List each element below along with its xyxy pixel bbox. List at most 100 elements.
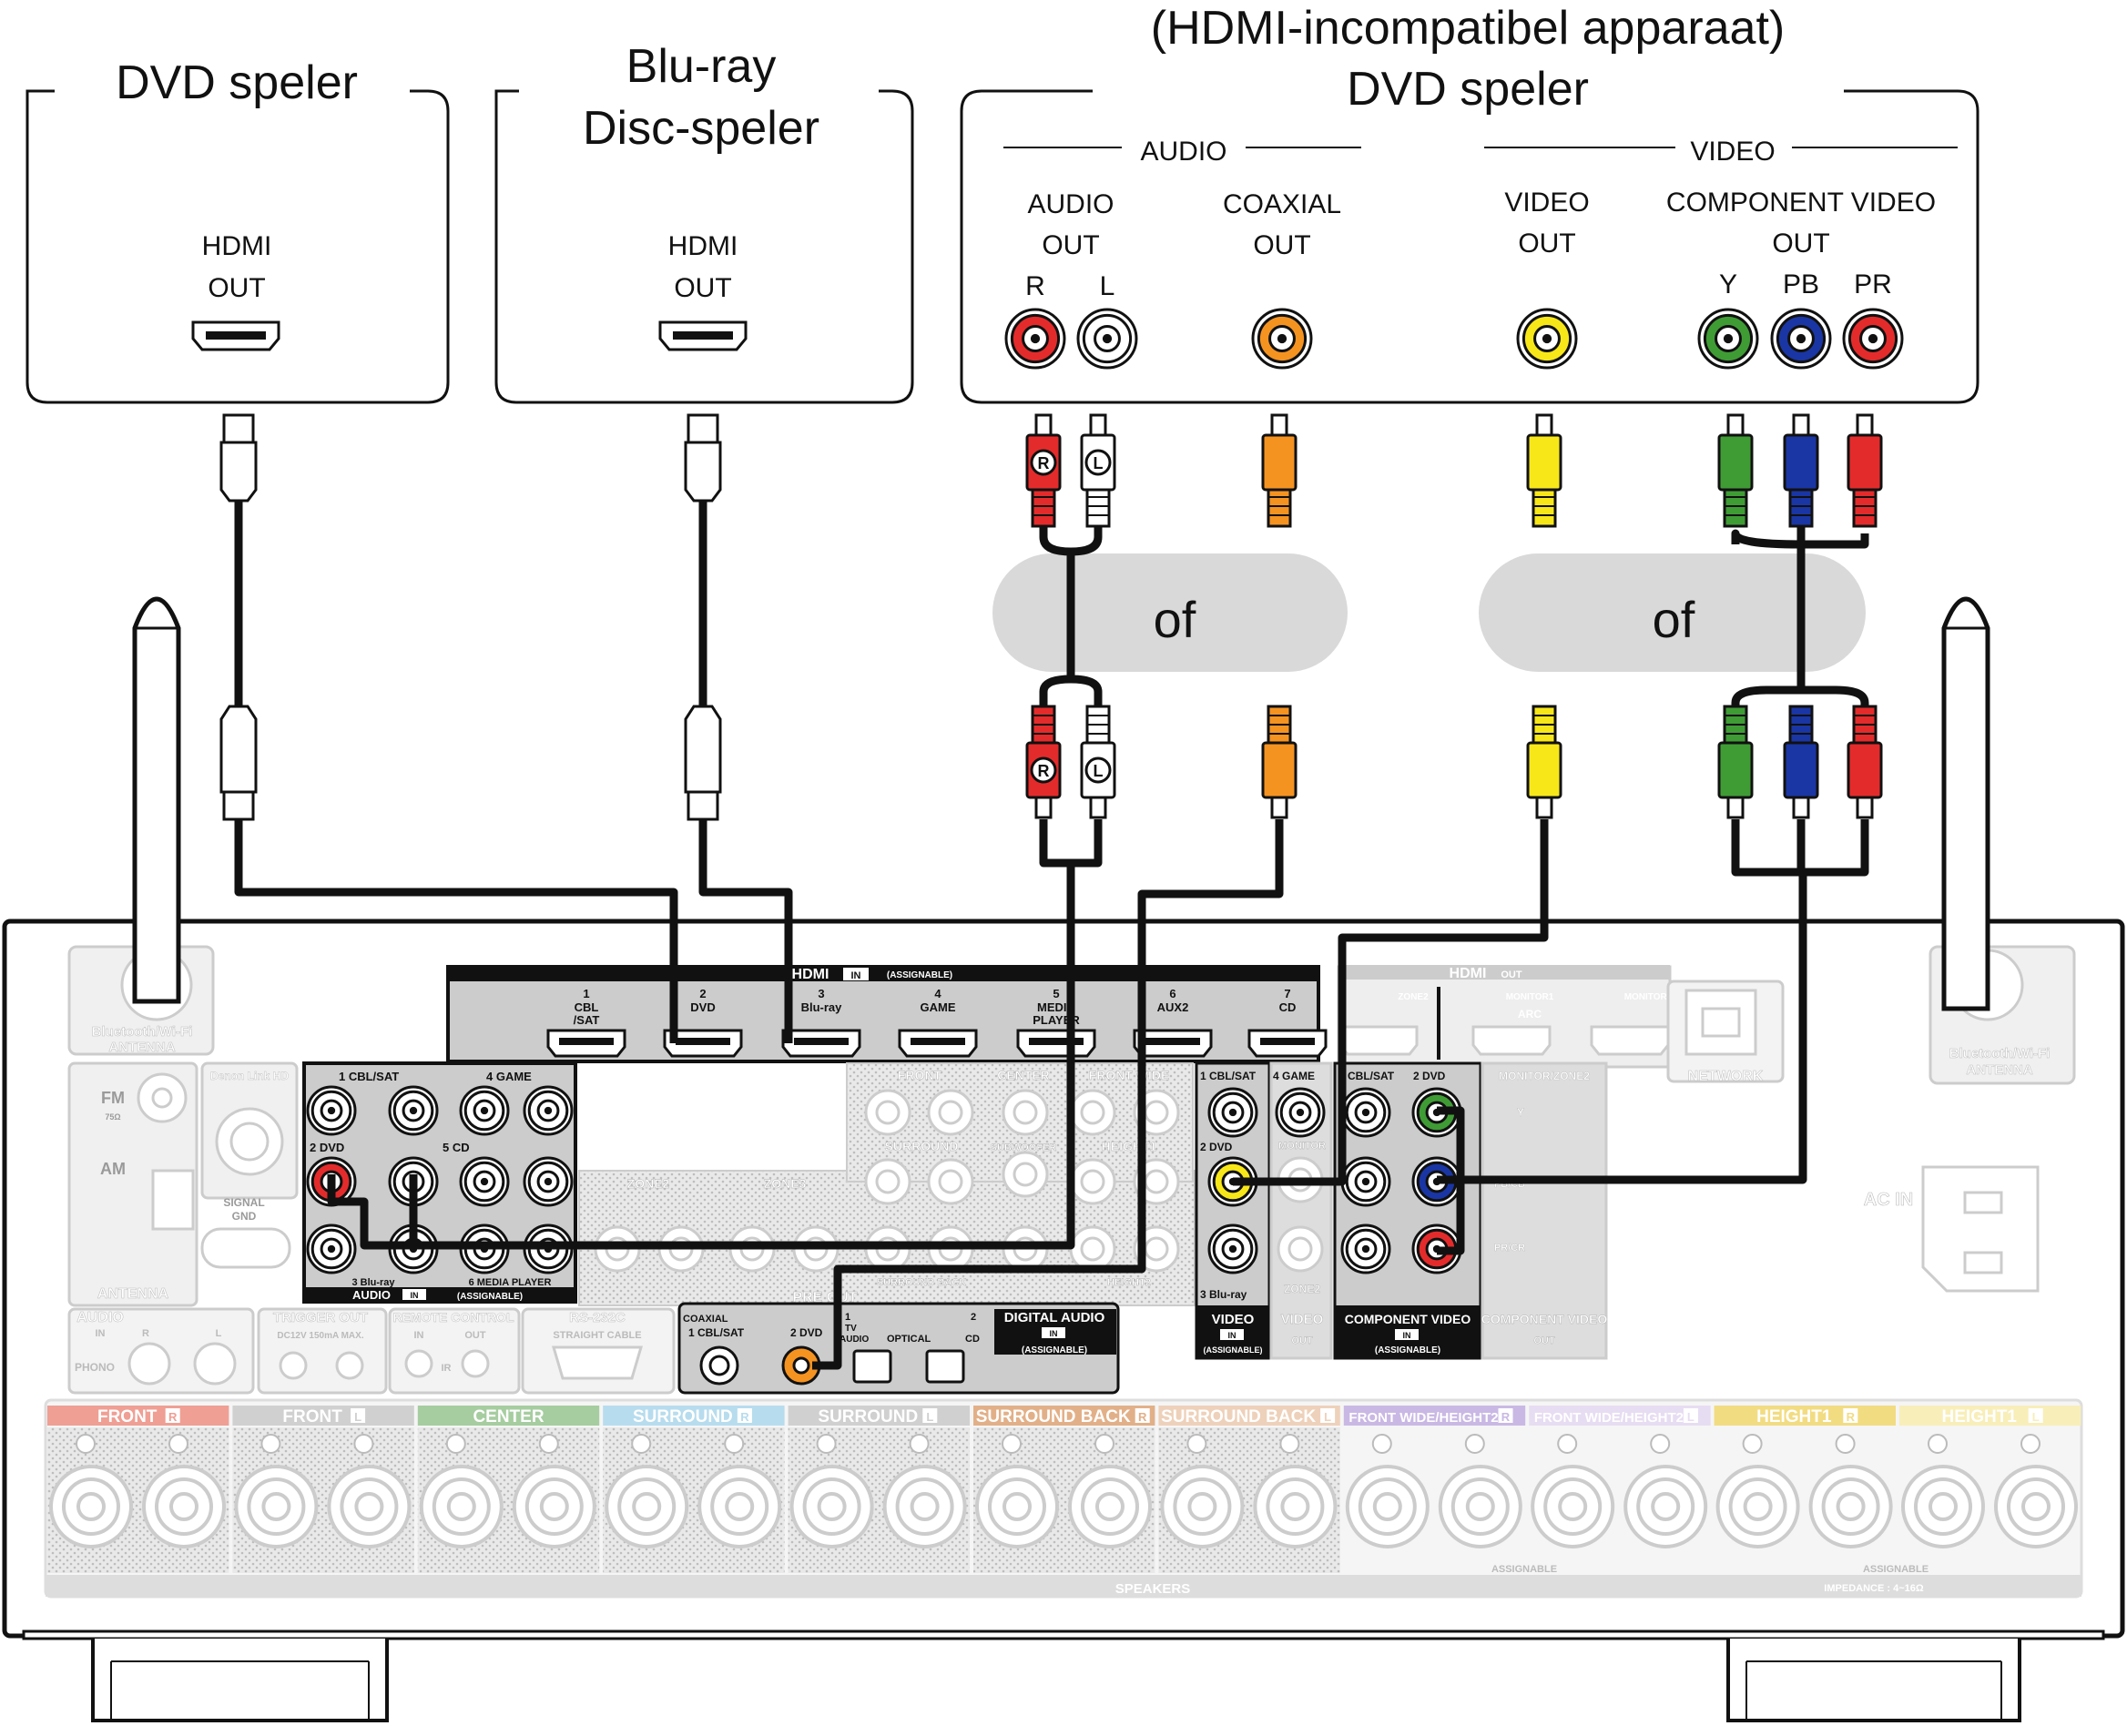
antenna-right-label-2: ANTENNA [1966, 1062, 2032, 1078]
hdmi-plug-dvd-bottom [219, 705, 258, 821]
audio-in-cd-label: 5 CD [443, 1141, 470, 1154]
plug-audio-l-bottom-letter: L [1094, 762, 1104, 780]
coaxial-label: COAXIAL [1223, 189, 1341, 219]
denon-link-label: Denon Link HD [210, 1070, 289, 1082]
audio-out-label: AUDIO [1027, 189, 1114, 219]
speakers-assignable-1: ASSIGNABLE [1491, 1564, 1557, 1575]
preout-jack-10 [1002, 1151, 1049, 1198]
hdmi-input-ports: 1CBL/SAT2DVD3Blu-ray4GAME5MEDIAPLAYER6AU… [546, 987, 1328, 1058]
hdmi-input-num: 2 [699, 987, 706, 1000]
speaker-polarity [1371, 1434, 1392, 1454]
audio-out-label-2: OUT [1042, 230, 1099, 260]
speaker-polarity [1650, 1434, 1671, 1454]
speaker-polarity [2020, 1434, 2040, 1454]
audio-in-bluray-label: 3 Blu-ray [351, 1277, 395, 1288]
speakers-assignable-2: ASSIGNABLE [1863, 1564, 1929, 1575]
hdmi-input-num: 1 [583, 987, 589, 1000]
hdmi-input-name: AUX2 [1157, 1000, 1189, 1014]
preout-jack-4 [1069, 1089, 1116, 1136]
bluray-title-line1: Blu-ray [626, 40, 777, 93]
speaker-side: L [926, 1410, 933, 1424]
audio-in-assignable: (ASSIGNABLE) [457, 1292, 523, 1302]
legacy-title-line2: DVD speler [1347, 63, 1589, 116]
preout-center-label: CENTER [997, 1068, 1050, 1082]
plug-audio-r-top-letter: R [1038, 454, 1050, 472]
audio-in-cbl-label: 1 CBL/SAT [339, 1070, 399, 1083]
trigger-label: TRIGGER OUT [273, 1310, 368, 1325]
speaker-polarity [724, 1434, 745, 1454]
speaker-polarity [816, 1434, 837, 1454]
digital-cbl-label: 1 CBL/SAT [688, 1326, 745, 1339]
hdmi-input-num: 4 [934, 987, 941, 1000]
audio-group-label: AUDIO [1140, 137, 1226, 167]
misc-io-row: AUDIO IN R L PHONO TRIGGER OUT DC12V 150… [67, 1307, 676, 1395]
video-in-cbl-label: 1 CBL/SAT [1200, 1070, 1257, 1082]
phono-label: PHONO [75, 1361, 115, 1374]
source-pr-jack [1842, 308, 1904, 370]
legacy-dvd-device: (HDMI-incompatibel apparaat) DVD speler … [960, 2, 1979, 404]
y-label: Y [1719, 269, 1737, 299]
component-out-header: MONITOR/ZONE2 [1499, 1070, 1590, 1082]
video-in-title: VIDEO [1212, 1312, 1255, 1327]
component-in-dvd-label: 2 DVD [1413, 1070, 1446, 1082]
or-oval-video [1479, 553, 1866, 672]
bluray-out-label: OUT [674, 273, 731, 303]
digital-tvaudio-label: AUDIO [840, 1335, 869, 1345]
plug-video-top [1526, 413, 1562, 528]
speaker-polarity [1279, 1434, 1300, 1454]
network-label: NETWORK [1688, 1069, 1764, 1084]
fm-am-antenna-block: FM 75Ω AM ANTENNA Denon Link HD SIGNAL G… [67, 1061, 299, 1307]
speaker-label-bg [973, 1406, 1155, 1426]
source-audio-r-jack [1004, 308, 1066, 370]
component-in-block: 1 CBL/SAT 2 DVD COMPONENT VIDEO IN (ASSI… [1333, 1061, 1597, 1360]
ac-in-label: AC IN [1864, 1190, 1913, 1210]
plug-y-bottom [1717, 705, 1754, 819]
audio-in-jack-3 [459, 1085, 510, 1136]
hdmi-out-arc: ARC [1518, 1008, 1542, 1020]
hdmi-input-name: Blu-ray [801, 1000, 843, 1014]
component-in-badge: IN [1403, 1331, 1411, 1340]
rs232-label: RS-232C [569, 1310, 626, 1325]
ch-l-label: L [1100, 271, 1115, 301]
preout-jack-7 [927, 1158, 974, 1205]
hdmi-input-name: DVD [690, 1000, 715, 1014]
plug-audio-r-bottom: R [1025, 705, 1062, 819]
connector-plugs: R L R L [219, 413, 1883, 821]
video-in-block: 1 CBL/SAT 2 DVD 3 Blu-ray VIDEO IN (ASSI… [1195, 1061, 1333, 1360]
digital-tv-label: TV [845, 1324, 857, 1334]
video-in-badge: IN [1228, 1331, 1237, 1340]
source-coaxial-jack [1251, 308, 1313, 370]
plug-audio-r-top: R [1025, 413, 1062, 528]
phono-l-label: L [216, 1328, 222, 1339]
component-out-badge: OUT [1533, 1335, 1555, 1346]
antenna-left-label-2: ANTENNA [108, 1040, 175, 1055]
speakers-impedance: IMPEDANCE : 4~16Ω [1824, 1583, 1924, 1594]
audio-in-badge: IN [411, 1291, 419, 1300]
or-label-audio: of [1154, 591, 1196, 648]
preout-subwoofer-label: SUBWOOFER [991, 1142, 1057, 1153]
or-oval-audio [992, 553, 1348, 672]
digital-cd-num: 2 [971, 1312, 976, 1323]
speaker-group-3: CENTER [417, 1406, 600, 1573]
video-in-bluray-label: 3 Blu-ray [1200, 1288, 1247, 1301]
digital-in-badge: IN [1050, 1329, 1058, 1338]
receiver-rear-panel: Bluetooth/Wi-Fi ANTENNA Bluetooth/Wi-Fi … [2, 596, 2125, 1722]
speaker-polarity [909, 1434, 930, 1454]
speaker-polarity [168, 1434, 188, 1454]
legacy-title-line1: (HDMI-incompatibel apparaat) [1151, 2, 1786, 55]
plug-audio-l-top: L [1080, 413, 1116, 528]
video-out-title: VIDEO [1281, 1312, 1324, 1327]
hdmi-in-badge: IN [851, 970, 861, 981]
speaker-label: FRONT WIDE/HEIGHT2 [1348, 1410, 1498, 1426]
speaker-side: R [1501, 1410, 1511, 1424]
network-port: NETWORK [1666, 980, 1785, 1084]
plug-coax-top [1261, 413, 1298, 528]
